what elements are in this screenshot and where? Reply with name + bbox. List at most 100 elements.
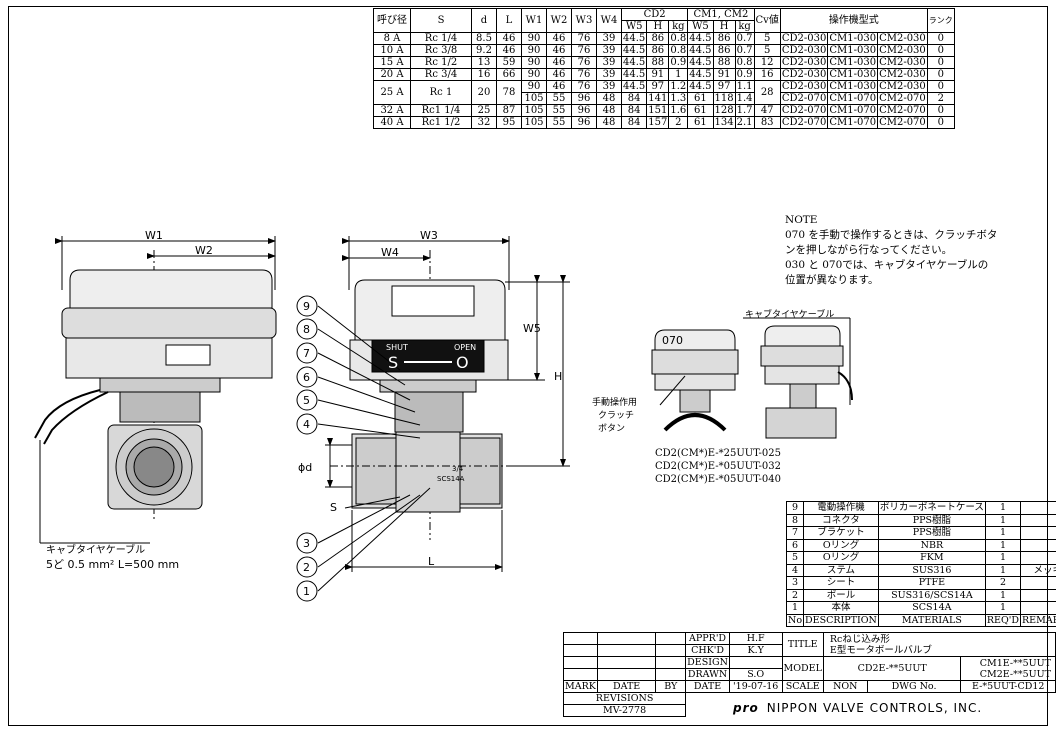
parts-cell: PTFE <box>877 576 986 590</box>
title-block-cell <box>655 644 687 657</box>
body-mark-mat: SCS14A <box>437 475 465 483</box>
parts-cell: 1 <box>984 526 1022 540</box>
spec-cell: 32 <box>471 116 497 129</box>
parts-cell: 1 <box>984 563 1022 577</box>
cable-label-right: キャブタイヤケーブル <box>745 310 835 320</box>
title-block-cell: MV-2778 <box>562 704 1056 717</box>
parts-cell: 1 <box>984 588 1022 602</box>
parts-cell: ステム <box>803 563 879 577</box>
parts-cell <box>1020 501 1056 515</box>
dim-w4: W4 <box>381 246 399 259</box>
balloons <box>296 295 318 602</box>
title-block-cell <box>655 656 687 669</box>
title-block-cell <box>596 668 657 681</box>
spec-cell: 78 <box>496 80 522 105</box>
title-block-cell <box>596 632 657 645</box>
parts-cell: 1 <box>785 601 805 615</box>
drawn-value: S.O <box>728 668 783 681</box>
date-header: DATE <box>596 680 657 693</box>
model-label: MODEL <box>781 656 824 681</box>
note-line: ンを押しながら行なってください。 <box>785 244 953 256</box>
parts-cell: シート <box>803 576 879 590</box>
parts-header: REQ'D <box>984 613 1022 627</box>
design-value <box>728 656 783 669</box>
title-block-cell: CM1E-**5UUT CM2E-**5UUT <box>960 656 1056 681</box>
parts-cell: PPS樹脂 <box>877 526 986 540</box>
spec-subheader: H <box>712 20 736 33</box>
spec-cell: Rc1 1/2 <box>410 116 472 129</box>
company-name: NIPPON VALVE CONTROLS, INC. <box>766 701 983 715</box>
by-header: BY <box>655 680 687 693</box>
revision-number: MV-2778 <box>562 704 687 717</box>
small-views <box>651 317 853 439</box>
parts-cell <box>1020 601 1056 615</box>
title-block-cell <box>685 692 1056 717</box>
spec-cell: 83 <box>753 116 781 129</box>
title-block-cell <box>655 668 687 681</box>
design-label: DESIGN <box>685 656 730 669</box>
chkd-label: CHK'D <box>685 644 730 657</box>
parts-cell: 9 <box>785 501 805 515</box>
title-line-1: Rcねじ込み形 <box>829 633 890 645</box>
note-block: NOTE 070 を手動で操作するときは、クラッチボタ ンを押しながら行なってく… <box>785 213 997 288</box>
spec-cell: 91 <box>712 68 736 81</box>
chkd-value: K.Y <box>728 644 783 657</box>
clutch-label-1: 手動操作用 <box>592 398 638 408</box>
title-block-cell <box>563 656 598 669</box>
model-b2: CM2E-**5UUT <box>979 668 1051 680</box>
title-block-cell <box>563 668 598 681</box>
revisions-label: REVISIONS <box>562 692 687 705</box>
spec-header: S <box>410 8 472 33</box>
note-title: NOTE <box>785 214 818 226</box>
dwg-value: E-*5UUT-CD12 <box>960 680 1056 693</box>
parts-cell: Oリング <box>803 551 879 565</box>
parts-cell: ポリカーボネートケース <box>877 501 986 515</box>
parts-cell: 2 <box>785 588 805 602</box>
spec-cell: 157 <box>646 116 670 129</box>
parts-cell: PPS樹脂 <box>877 513 986 527</box>
scale-label: SCALE <box>781 680 824 693</box>
parts-cell: ボール <box>803 588 879 602</box>
center-view <box>317 236 570 592</box>
parts-cell: 5 <box>785 551 805 565</box>
spec-header: W1 <box>521 8 547 33</box>
parts-cell: 6 <box>785 538 805 552</box>
o-mark: O <box>456 353 469 372</box>
parts-cell: 7 <box>785 526 805 540</box>
title-block-cell: MARK DATE BY DATE '19-07-16 SCALE NON DW… <box>563 680 1056 693</box>
model-b1: CM1E-**5UUT <box>979 657 1051 669</box>
parts-header: DESCRIPTION <box>803 613 879 627</box>
balloon-9: 9 <box>303 300 310 313</box>
model-line-2: CD2(CM*)E-*05UUT-032 <box>655 461 782 472</box>
title-label: TITLE <box>781 632 824 657</box>
logo-mark: pro <box>733 701 759 715</box>
parts-cell: 1 <box>984 551 1022 565</box>
parts-cell: ブラケット <box>803 526 879 540</box>
parts-cell: SUS316 <box>877 563 986 577</box>
spec-cell: 61 <box>687 116 714 129</box>
spec-cell: 134 <box>712 116 736 129</box>
parts-cell <box>1020 576 1056 590</box>
s-mark: S <box>388 353 398 372</box>
dim-w2: W2 <box>195 244 213 257</box>
dim-s: S <box>330 501 337 514</box>
spec-cell: 84 <box>620 116 648 129</box>
parts-cell <box>1020 538 1056 552</box>
company-logo: pro NIPPON VALVE CONTROLS, INC. <box>733 701 982 715</box>
dim-d: ϕd <box>298 461 312 474</box>
title-block: APPR'D H.F TITLE Rcねじ込み形 E型モータボールバルブ CHK… <box>562 632 1056 717</box>
parts-header: No <box>785 613 805 627</box>
parts-cell: 2 <box>984 576 1022 590</box>
spec-header: W2 <box>546 8 572 33</box>
